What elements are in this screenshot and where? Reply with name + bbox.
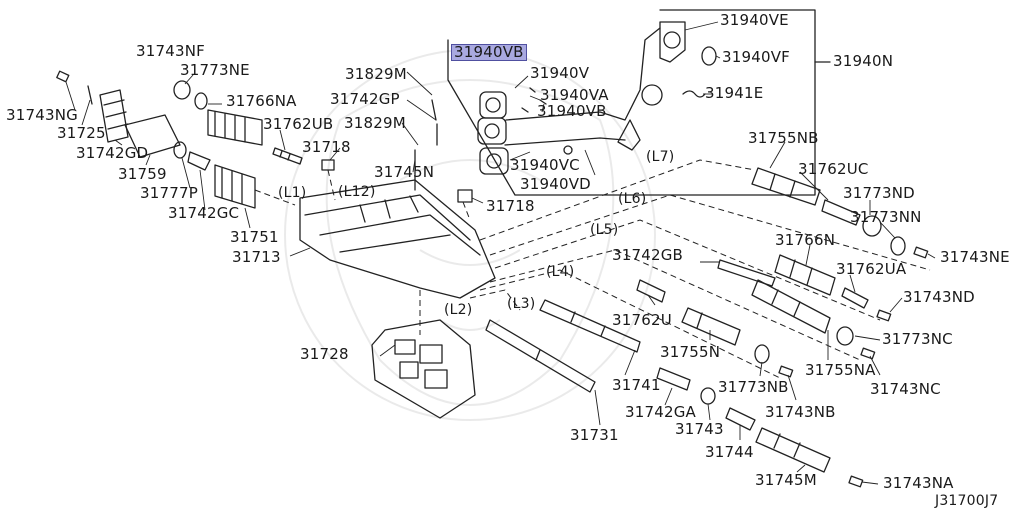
label-31743ND: 31743ND	[903, 288, 975, 306]
label-31940VC: 31940VC	[510, 156, 580, 174]
line-tag-L2: (L2)	[444, 302, 473, 318]
label-31742GD: 31742GD	[76, 144, 149, 162]
label-31762UB: 31762UB	[263, 115, 334, 133]
right-spools	[485, 167, 929, 488]
label-31762U: 31762U	[612, 311, 672, 329]
solenoid-inset-frame	[447, 9, 831, 196]
label-31713: 31713	[232, 248, 281, 266]
label-31940VB-highlighted[interactable]: 31940VB	[451, 44, 527, 61]
label-31773NC: 31773NC	[882, 330, 953, 348]
label-31743NE: 31743NE	[940, 248, 1010, 266]
label-31718-left: 31718	[302, 138, 351, 156]
label-31940V: 31940V	[530, 64, 590, 82]
label-31755NA: 31755NA	[805, 361, 876, 379]
label-31742GP: 31742GP	[330, 90, 400, 108]
label-31731: 31731	[570, 426, 619, 444]
line-tag-L12: (L12)	[338, 184, 376, 200]
line-tag-L1: (L1)	[278, 185, 307, 201]
line-tag-L4: (L4)	[546, 264, 575, 280]
label-31728: 31728	[300, 345, 349, 363]
label-31829M-top: 31829M	[345, 65, 407, 83]
label-31743NF: 31743NF	[136, 42, 205, 60]
label-31741: 31741	[612, 376, 661, 394]
label-31940VE: 31940VE	[720, 11, 789, 29]
label-31743: 31743	[675, 420, 724, 438]
label-31742GA: 31742GA	[625, 403, 697, 421]
separator-plate	[371, 319, 476, 419]
left-spools	[56, 70, 303, 209]
label-31773ND: 31773ND	[843, 184, 915, 202]
label-31718-right: 31718	[486, 197, 535, 215]
solenoid-assembly	[477, 21, 717, 175]
label-31940VA: 31940VA	[540, 86, 609, 104]
diagram-id: J31700J7	[935, 493, 999, 509]
label-31751: 31751	[230, 228, 279, 246]
label-31940VD: 31940VD	[520, 175, 591, 193]
label-31743NA: 31743NA	[883, 474, 954, 492]
label-31777P: 31777P	[140, 184, 198, 202]
label-31940VF: 31940VF	[722, 48, 791, 66]
label-31762UC: 31762UC	[798, 160, 869, 178]
label-31755NB: 31755NB	[748, 129, 819, 147]
line-tag-L7: (L7)	[646, 149, 675, 165]
label-31745N: 31745N	[374, 163, 435, 181]
label-31743NC: 31743NC	[870, 380, 941, 398]
label-31725: 31725	[57, 124, 106, 142]
label-31773NE: 31773NE	[180, 61, 250, 79]
label-31755N: 31755N	[660, 343, 721, 361]
label-31743NB: 31743NB	[765, 403, 836, 421]
label-31744: 31744	[705, 443, 754, 461]
line-tag-L6: (L6)	[618, 191, 647, 207]
label-31773NB: 31773NB	[718, 378, 789, 396]
leader-lines	[65, 21, 936, 485]
label-31773NN: 31773NN	[850, 208, 922, 226]
label-31762UA: 31762UA	[836, 260, 907, 278]
label-31743NG: 31743NG	[6, 106, 78, 124]
label-31745M: 31745M	[755, 471, 817, 489]
label-31941E: 31941E	[705, 84, 764, 102]
label-31742GC: 31742GC	[168, 204, 240, 222]
line-tag-L3: (L3)	[507, 296, 536, 312]
label-31759: 31759	[118, 165, 167, 183]
label-31940VB: 31940VB	[537, 102, 607, 120]
label-31766N: 31766N	[775, 231, 836, 249]
label-31940N: 31940N	[833, 52, 894, 70]
line-tag-L5: (L5)	[590, 222, 619, 238]
label-31829M-bottom: 31829M	[344, 114, 406, 132]
routing-lines	[254, 159, 931, 379]
label-31742GB: 31742GB	[612, 246, 684, 264]
label-31766NA: 31766NA	[226, 92, 297, 110]
